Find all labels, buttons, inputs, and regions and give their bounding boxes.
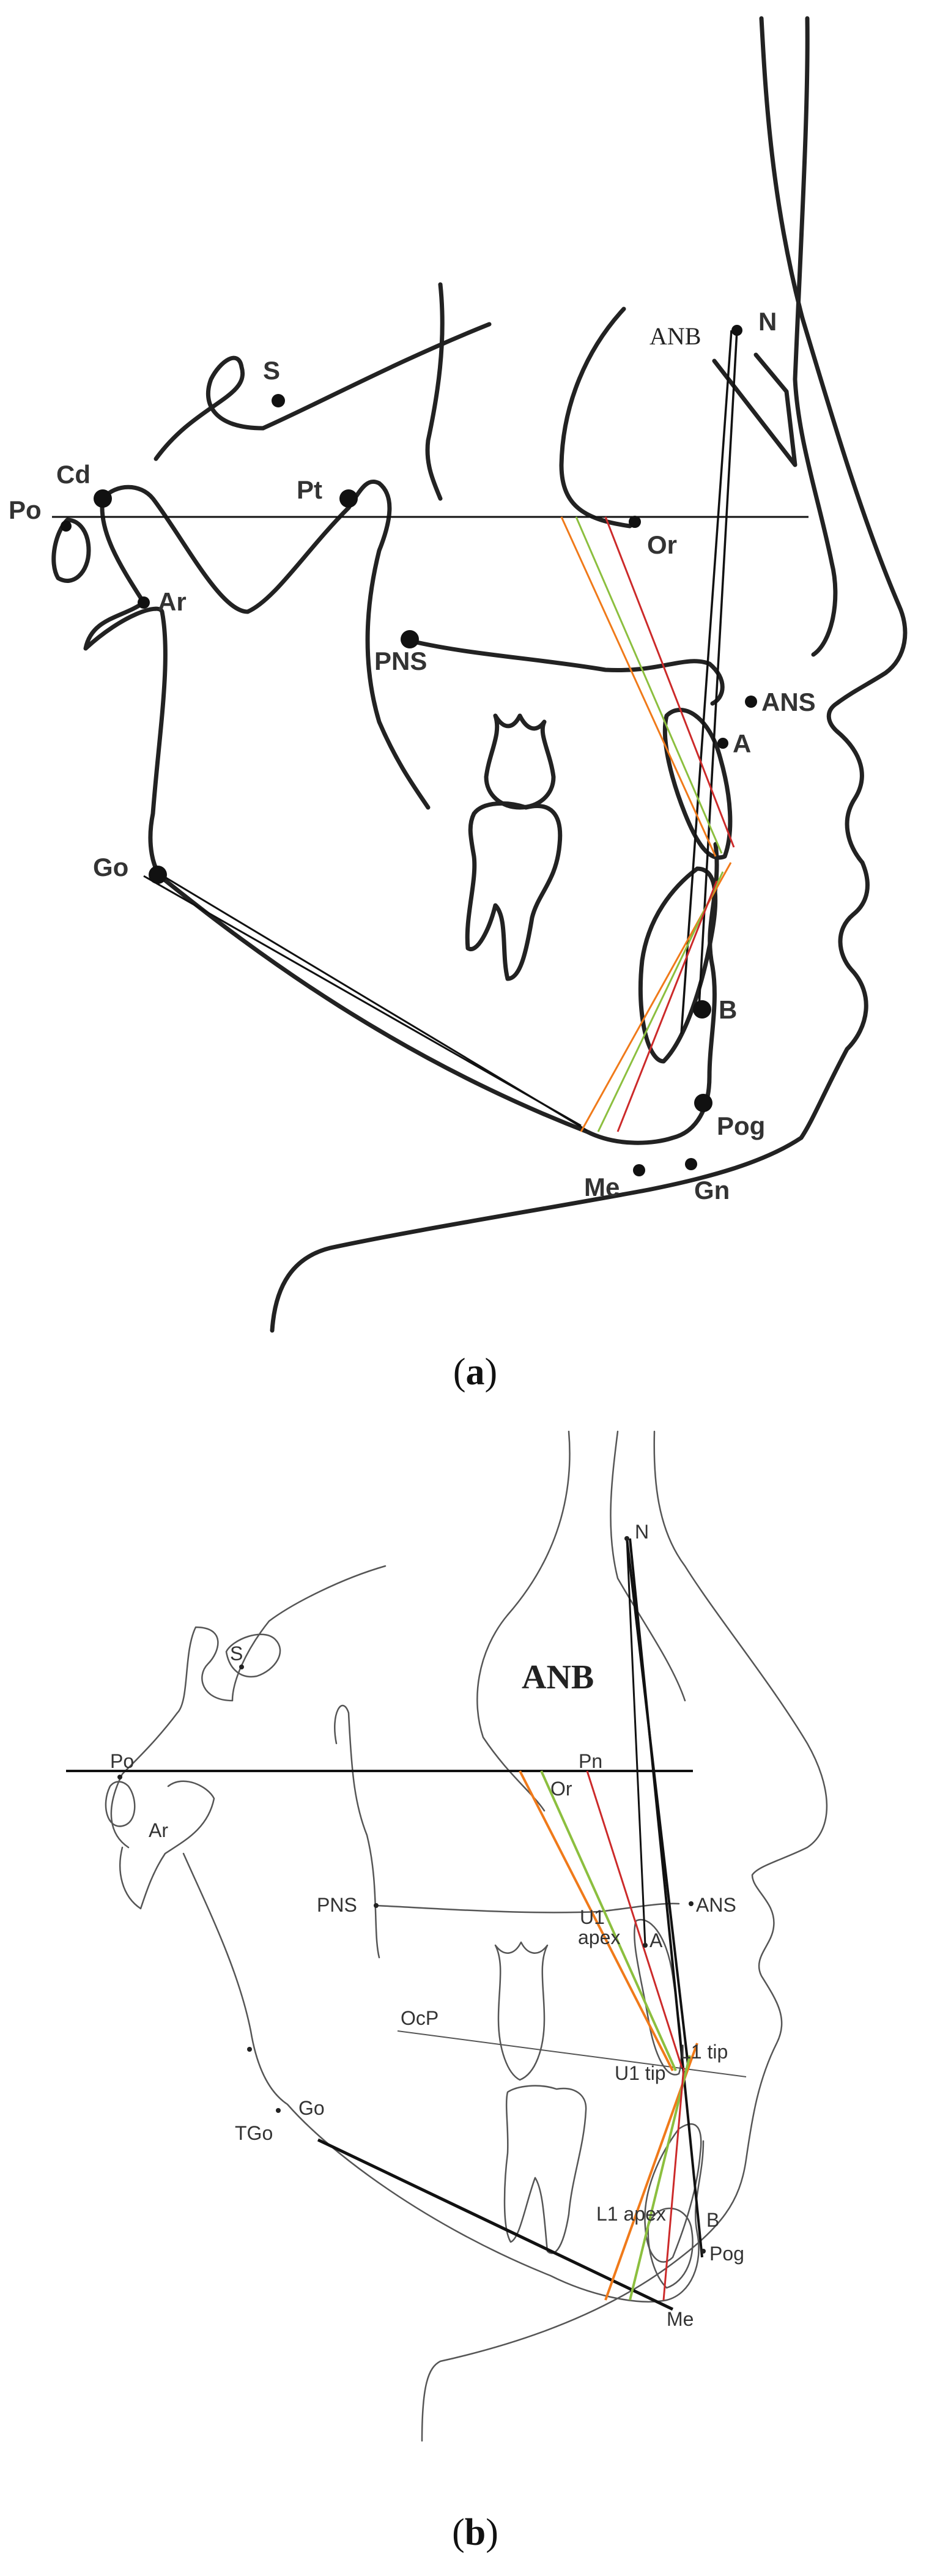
panel-a-label-PNS: PNS (374, 647, 427, 675)
panel-b-label-OcP: OcP (401, 2007, 438, 2029)
panel-b-label-Pog: Pog (709, 2243, 744, 2265)
panel-b-label-N: N (635, 1521, 649, 1543)
panel-b-label-L1-apex: L1 apex (596, 2203, 666, 2225)
panel-b-label-Ar: Ar (149, 1819, 168, 1841)
panel-b-label-B: B (706, 2209, 719, 2231)
panel-b-caption: (b) (452, 2512, 498, 2553)
panel-b-nasal-inner-line (610, 1430, 686, 1702)
panel-b-mandible-border (182, 1852, 705, 2303)
panel-a-label-Ar: Ar (158, 587, 187, 616)
panel-a-label-Me: Me (584, 1173, 620, 1201)
panel-b-label-Or: Or (550, 1778, 572, 1800)
panel-b-lower-molar (503, 2085, 587, 2254)
panel-b-label-apex: apex (578, 1926, 620, 1948)
panel-a-upper-molar (484, 713, 556, 810)
panel-a-orbit-contour (559, 306, 632, 529)
panel-a-clivus-line (425, 282, 445, 501)
panel-b-chin-symphysis (647, 2207, 694, 2289)
panel-b-label-U1: U1 (580, 1906, 605, 1928)
panel-a-mandible-ramus (83, 496, 168, 880)
panel-b-upper-incisor (634, 1919, 683, 2076)
panel-b-condyle (105, 1781, 136, 1827)
panel-a-nasal-bone (712, 352, 797, 467)
panel-b-palate (375, 1902, 680, 1913)
panel-a-ramus-posterior (100, 480, 431, 810)
panel-a-condyle-contour (51, 518, 91, 583)
panel-a-mandibular-border (160, 842, 719, 1145)
panel-a-upper-incisor (662, 708, 733, 860)
panel-b-ramus (119, 1780, 215, 1910)
panel-a-label-Cd: Cd (56, 460, 91, 489)
panel-b-label-Pn: Pn (579, 1750, 602, 1772)
panel-a-label-Or: Or (647, 530, 677, 559)
panel-b-soft-tissue-profile (421, 1430, 828, 2442)
panel-a-label-B: B (719, 995, 737, 1024)
panel-a-label-ANS: ANS (761, 688, 816, 716)
panel-b-label-ANS: ANS (696, 1894, 736, 1916)
panel-a-label-A: A (733, 729, 751, 758)
panel-b-label-TGo: TGo (235, 2122, 273, 2144)
panel-b-label-Po: Po (110, 1750, 134, 1772)
panel-a-label-Gn: Gn (694, 1176, 730, 1204)
panel-b-label-S: S (230, 1642, 243, 1665)
panel-b-label-U1-tip: U1 tip (615, 2062, 666, 2084)
panel-b-label-PNS: PNS (317, 1894, 357, 1916)
panel-a-label-Pt: Pt (297, 475, 322, 504)
panel-a-label-N: N (758, 307, 777, 336)
panel-a-label-Po: Po (9, 496, 42, 524)
panel-a-soft-tissue-profile (270, 16, 908, 1333)
panel-a-palate (401, 637, 725, 706)
panel-b-pterygoid (334, 1704, 380, 1959)
panel-b-cranial-base (110, 1565, 387, 1849)
panel-a-lower-molar (465, 801, 563, 981)
panel-b-tracing: N ANB S Po Pn Or Ar PNS ANS U1 apex A Oc… (66, 1430, 828, 2442)
panel-a-label-ANB: ANB (649, 322, 701, 350)
panel-b-label-L1-tip: L1 tip (680, 2041, 728, 2063)
panel-b-label-Me: Me (667, 2308, 694, 2330)
panel-b-label-Go: Go (298, 2097, 325, 2119)
panel-a-label-S: S (263, 356, 280, 385)
panel-a-inner-nasal-line (793, 16, 838, 657)
panel-a-caption: (a) (453, 1351, 497, 1393)
panel-b-frontal-contour (476, 1430, 571, 1812)
panel-b-label-A: A (649, 1929, 663, 1951)
panel-b-label-ANB: ANB (522, 1658, 594, 1696)
panel-a-sella-contour (154, 322, 492, 461)
panel-b-upper-molar (494, 1941, 549, 2081)
panel-b-lower-incisor (644, 2123, 702, 2263)
panel-a-label-Go: Go (93, 853, 128, 882)
panel-a-label-Pog: Pog (717, 1112, 765, 1140)
panel-b-sella-contour (225, 1633, 281, 1678)
panel-a-tracing: S N ANB Cd Po Pt Ar Or PNS ANS A Go B Po… (9, 16, 908, 1333)
